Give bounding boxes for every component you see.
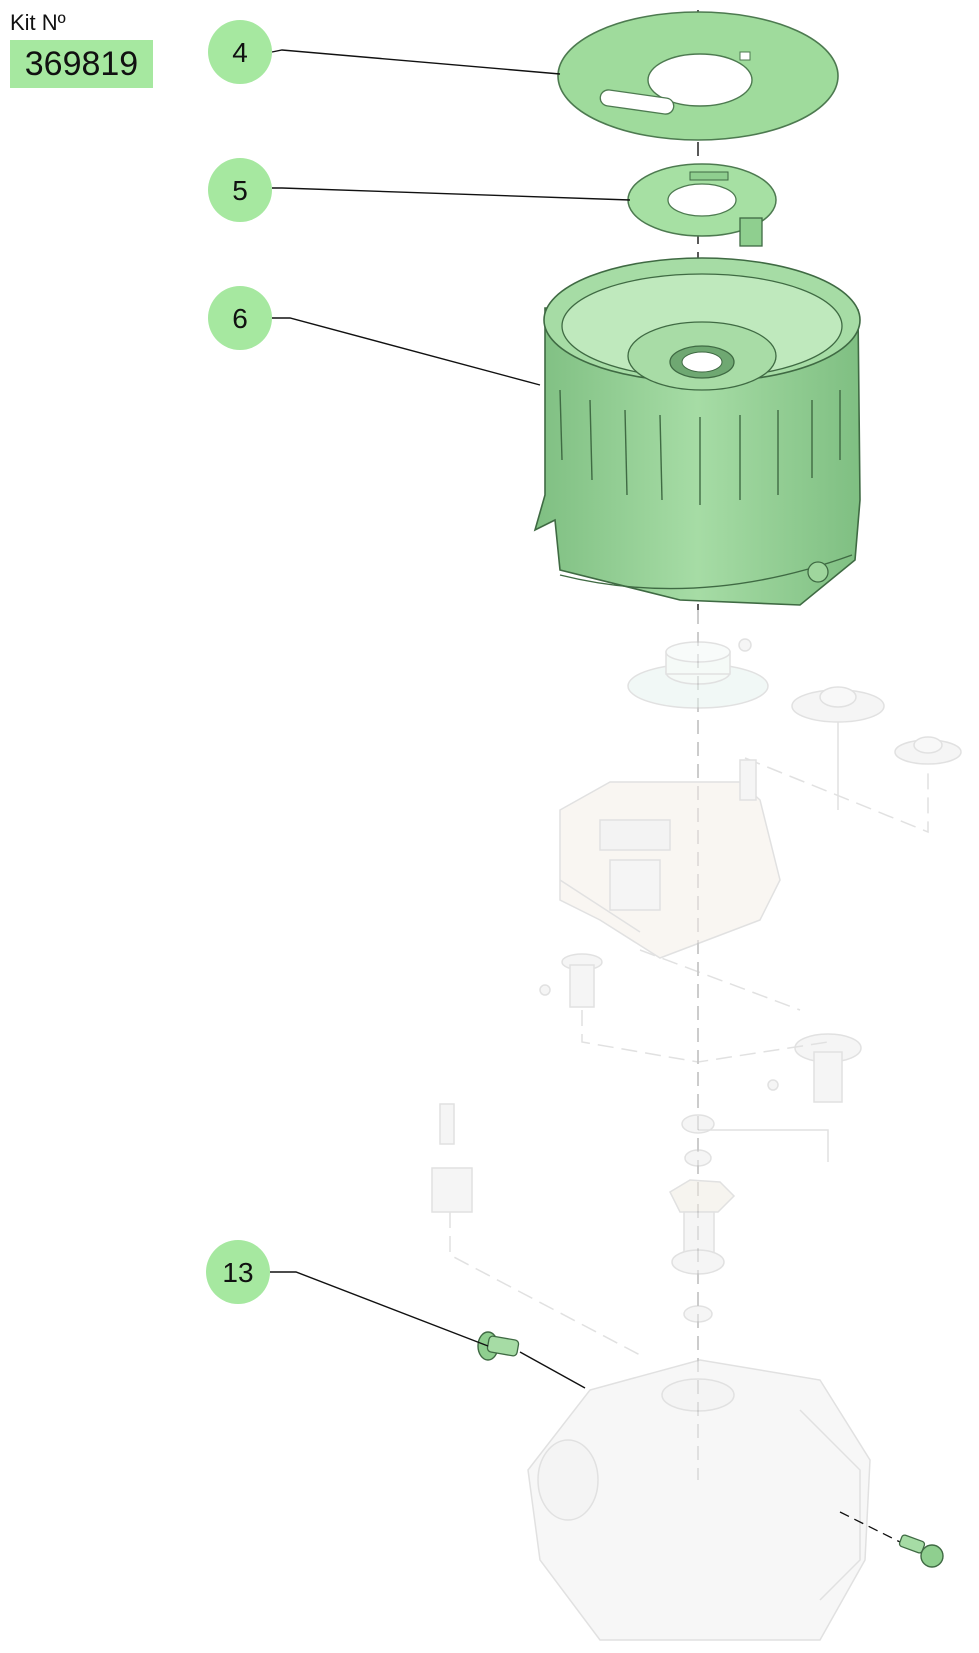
callout-6: 6 [208, 286, 272, 350]
callout-5: 5 [208, 158, 272, 222]
callout-4-label: 4 [232, 37, 248, 68]
part-5-washer [627, 163, 777, 247]
kit-number: 369819 [24, 44, 139, 83]
kit-number-badge: 369819 [10, 40, 153, 88]
callout-5-label: 5 [232, 175, 248, 206]
ghost-parts [431, 638, 962, 1641]
part-4-disk [557, 11, 839, 141]
leader-lines [270, 49, 631, 1347]
callout-6-label: 6 [232, 303, 248, 334]
callout-4: 4 [208, 20, 272, 84]
part-6-housing [533, 257, 861, 606]
kit-label: Kit Nº [10, 10, 66, 35]
part-13-screw-right [839, 1511, 944, 1568]
part-13-screw [477, 1331, 586, 1389]
callout-13-label: 13 [222, 1257, 253, 1288]
callout-13: 13 [206, 1240, 270, 1304]
